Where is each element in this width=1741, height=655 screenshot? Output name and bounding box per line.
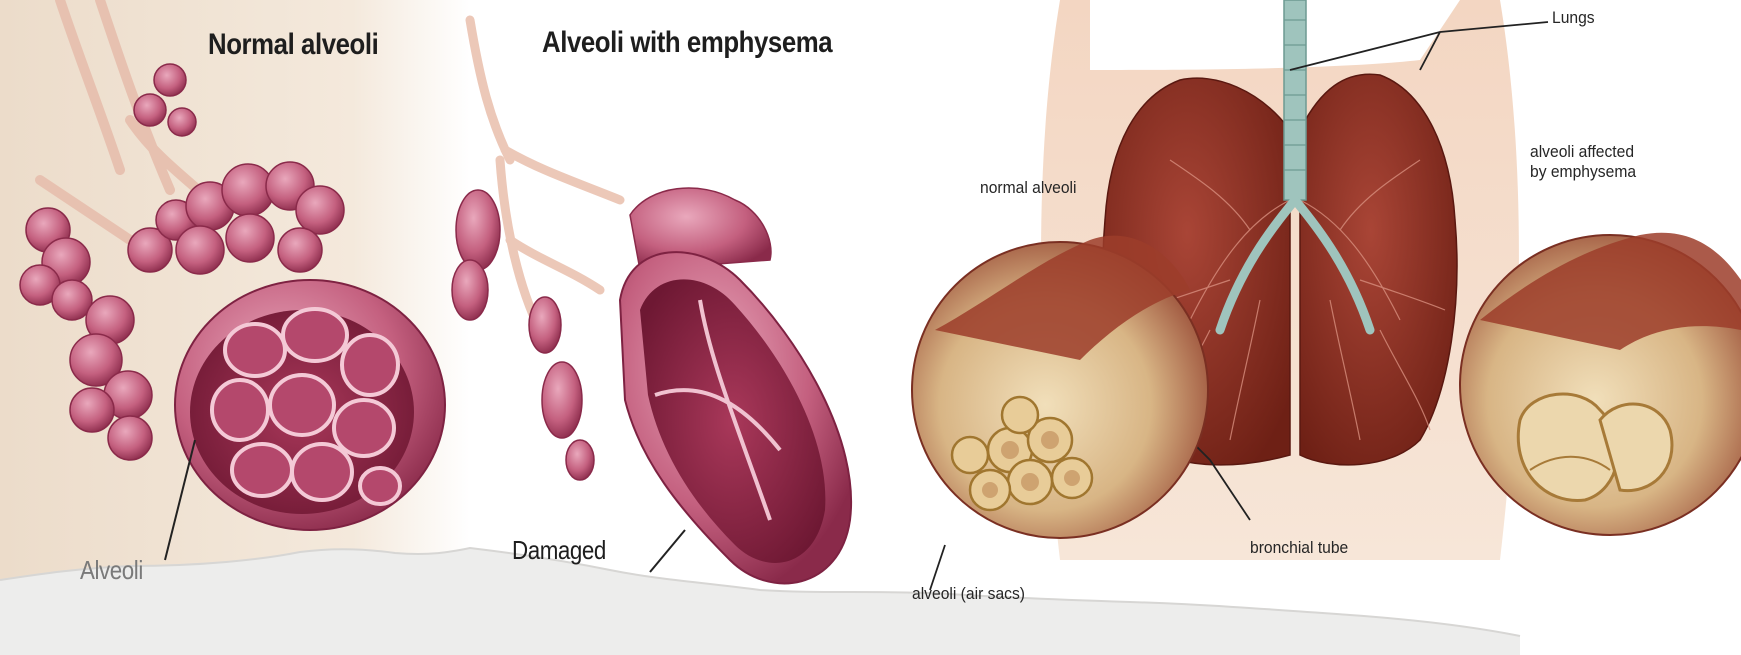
damaged-label: Damaged bbox=[512, 536, 606, 566]
affected-alveoli-label: alveoli affected by emphysema bbox=[1530, 142, 1636, 181]
normal-alveoli-inset-label: normal alveoli bbox=[980, 178, 1076, 198]
affected-alveoli-label-line2: by emphysema bbox=[1530, 162, 1636, 182]
normal-alveoli-title: Normal alveoli bbox=[208, 28, 378, 63]
bronchial-tube-label: bronchial tube bbox=[1250, 538, 1348, 558]
emphysema-title: Alveoli with emphysema bbox=[542, 26, 832, 61]
alveoli-label-partial: Alveoli bbox=[80, 556, 143, 586]
emphysema-alveoli-illustration bbox=[452, 20, 851, 583]
alveoli-sacs-label: alveoli (air sacs) bbox=[912, 584, 1025, 604]
affected-alveoli-label-line1: alveoli affected bbox=[1530, 142, 1636, 162]
lungs-label: Lungs bbox=[1552, 8, 1595, 28]
